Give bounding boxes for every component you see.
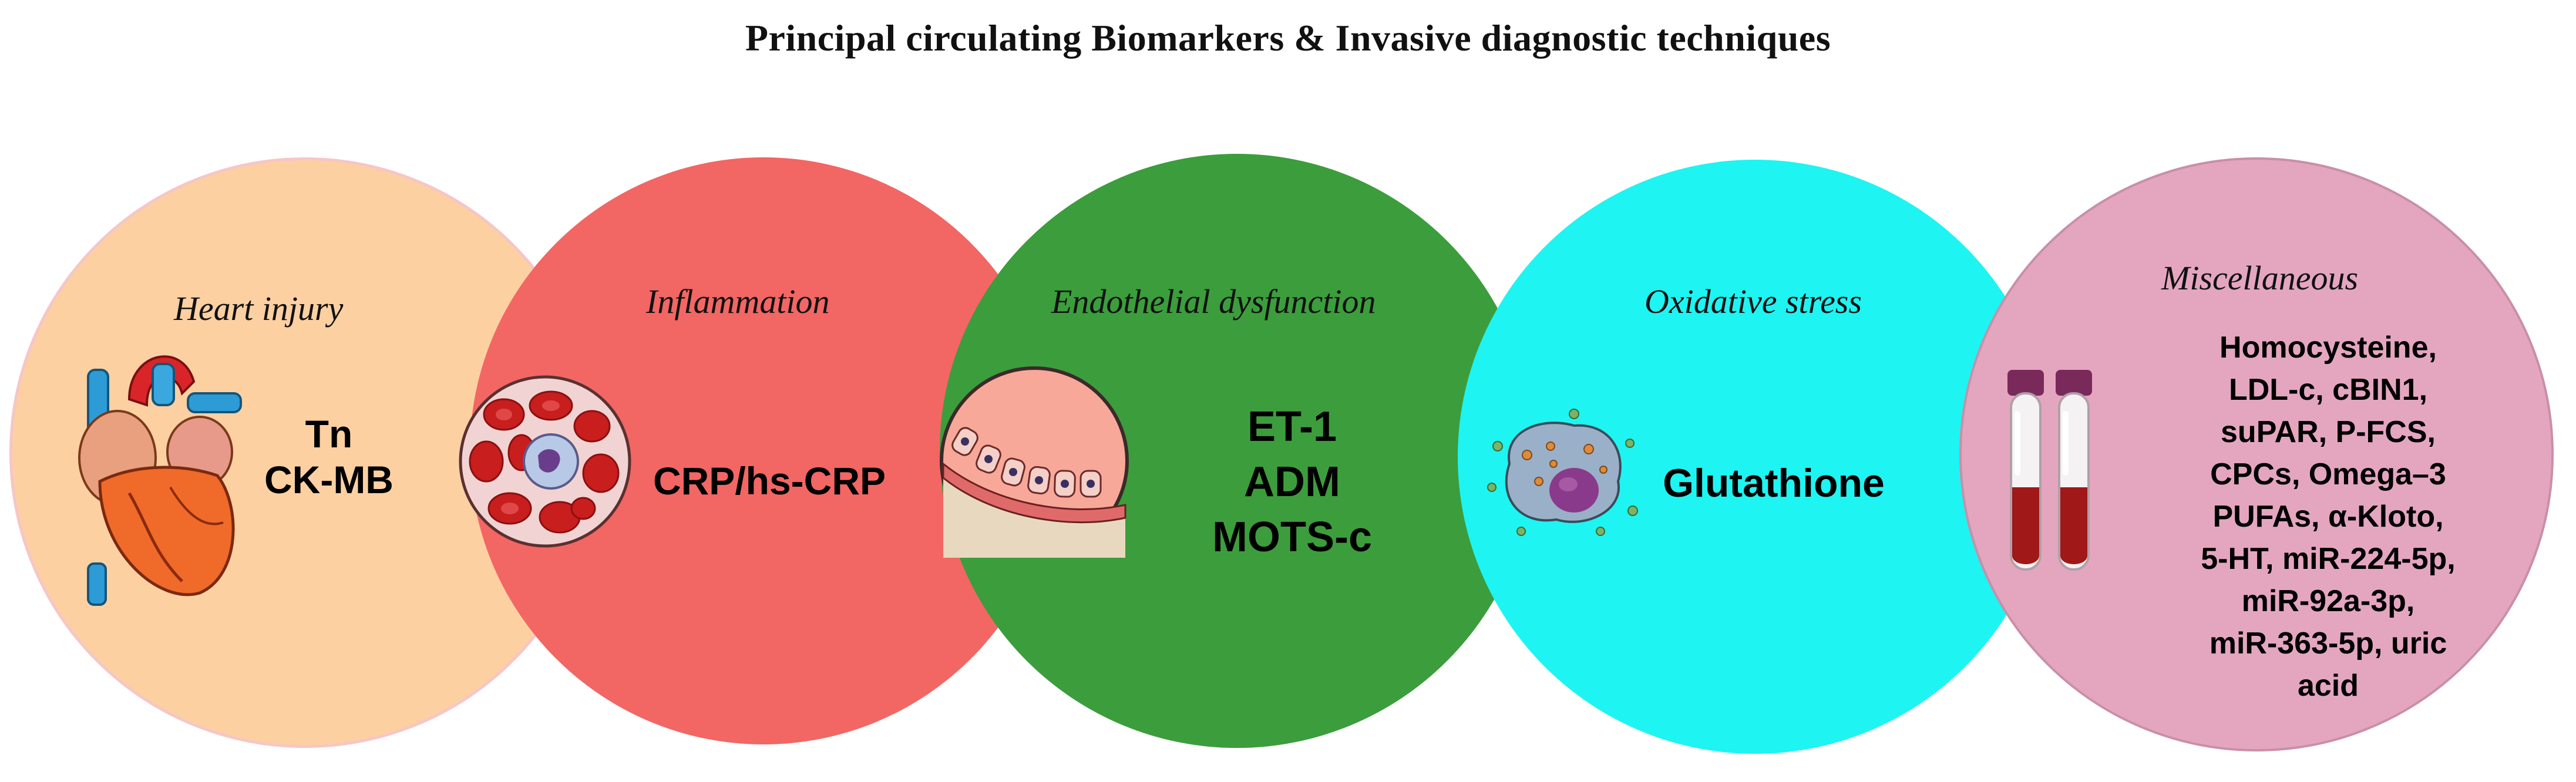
category-label-heart-injury: Heart injury xyxy=(174,289,344,328)
cell-icon xyxy=(1487,409,1638,536)
biomarker-crp: CRP/hs-CRP xyxy=(653,459,886,503)
biomarkers-inflammation: CRP/hs-CRP xyxy=(593,458,946,504)
biomarker-line: miR-363-5p, uric xyxy=(2209,626,2447,660)
biomarkers-miscellaneous: Homocysteine, LDL-c, cBIN1, suPAR, P-FCS… xyxy=(2164,326,2493,707)
biomarker-line: miR-92a-3p, xyxy=(2241,584,2415,618)
biomarker-glutathione: Glutathione xyxy=(1663,461,1885,505)
biomarker-line: PUFAs, α-Kloto, xyxy=(2212,500,2444,534)
biomarkers-heart-injury: Tn CK-MB xyxy=(258,411,399,503)
category-label-miscellaneous: Miscellaneous xyxy=(2161,259,2359,297)
category-label-endothelial-dysfunction: Endothelial dysfunction xyxy=(1051,282,1376,321)
biomarker-line: CPCs, Omega–3 xyxy=(2210,457,2446,491)
biomarkers-endothelial-dysfunction: ET-1 ADM MOTS-c xyxy=(1175,399,1410,565)
biomarker-adm: ADM xyxy=(1244,459,1340,505)
figure-title: Principal circulating Biomarkers & Invas… xyxy=(745,17,1831,59)
category-label-oxidative-stress: Oxidative stress xyxy=(1645,282,1862,321)
blood-vessel-icon xyxy=(940,366,1129,558)
biomarker-line: Homocysteine, xyxy=(2219,331,2437,365)
biomarkers-oxidative-stress: Glutathione xyxy=(1621,460,1926,506)
biomarker-line: LDL-c, cBIN1, xyxy=(2228,373,2428,407)
heart-icon xyxy=(78,355,242,606)
biomarker-ck-mb: CK-MB xyxy=(264,458,394,501)
biomarker-line: acid xyxy=(2297,669,2359,703)
blood-cells-icon xyxy=(459,375,631,548)
biomarker-tn: Tn xyxy=(305,412,353,456)
biomarker-et-1: ET-1 xyxy=(1247,403,1337,450)
category-label-inflammation: Inflammation xyxy=(646,282,830,321)
biomarker-mots-c: MOTS-c xyxy=(1212,514,1372,561)
biomarker-line: suPAR, P-FCS, xyxy=(2221,415,2436,449)
blood-tubes-icon xyxy=(2007,370,2092,571)
biomarker-line: 5-HT, miR-224-5p, xyxy=(2201,542,2456,576)
